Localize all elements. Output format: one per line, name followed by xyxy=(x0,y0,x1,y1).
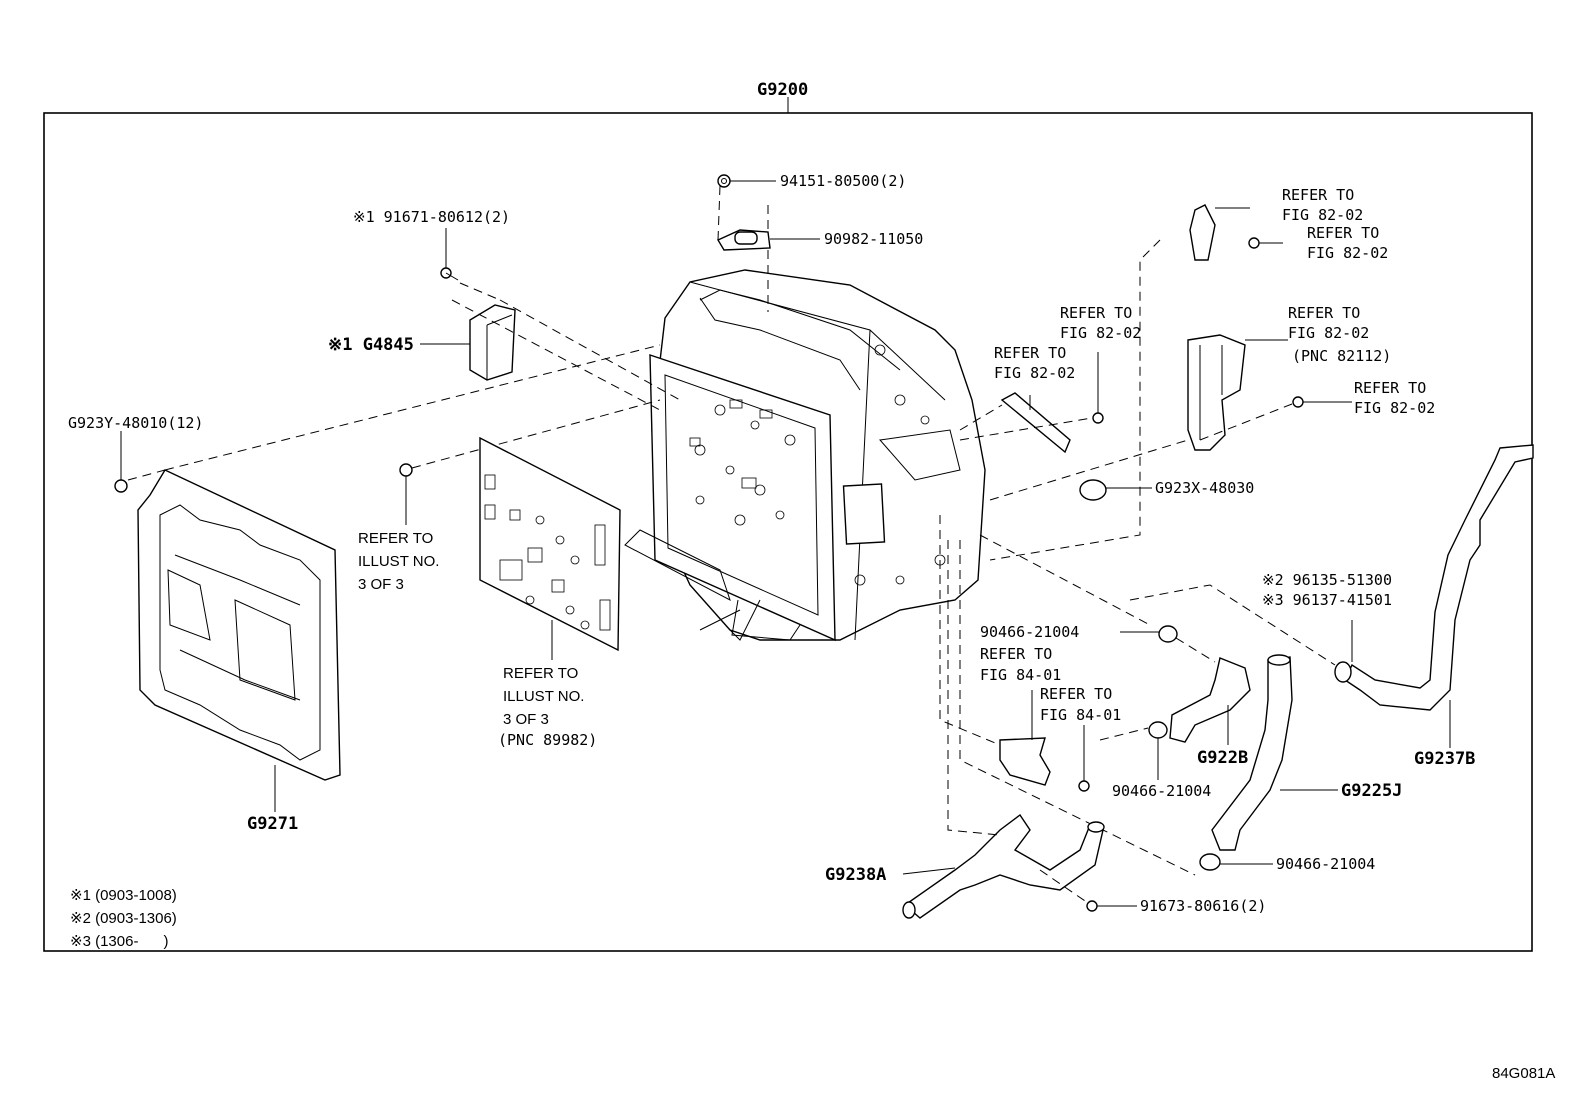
refer-board-line2: ILLUST NO. xyxy=(503,688,584,705)
bracket-84-part xyxy=(939,515,1090,792)
callout-91673-80616: 91673-80616(2) xyxy=(1140,897,1266,915)
callout-g923y-48010: G923Y-48010(12) xyxy=(68,414,203,432)
assembly-label: G9200 xyxy=(757,80,808,100)
callout-94151-80500: 94151-80500(2) xyxy=(780,172,906,190)
bracket-g4845-part xyxy=(420,282,681,411)
refer-right-line2: FIG 82-02 xyxy=(1354,399,1435,417)
callout-g9271: G9271 xyxy=(247,814,298,834)
callout-96135-51300: ※2 96135-51300 xyxy=(1262,571,1392,589)
refer-84-b-line1: REFER TO xyxy=(1040,685,1112,703)
callout-g923x-48030: G923X-48030 xyxy=(1155,479,1254,497)
refer-board-line4: (PNC 89982) xyxy=(498,731,597,749)
footnote-2: ※2 (0903-1306) xyxy=(70,910,177,927)
bolt-g923y-part xyxy=(114,431,128,493)
callout-91671-80612: ※1 91671-80612(2) xyxy=(353,208,510,226)
refer-screw-line1: REFER TO xyxy=(358,530,433,547)
callout-g4845: ※1 G4845 xyxy=(328,335,414,355)
callout-g9225j: G9225J xyxy=(1341,781,1402,801)
clip-90466-a-part xyxy=(979,534,1216,663)
clip-90466-c-part xyxy=(959,540,1273,876)
bolt-91673-part xyxy=(1039,869,1137,912)
clip-90466-b-part xyxy=(1099,721,1168,780)
inverter-assembly xyxy=(624,269,986,642)
callout-g9237b: G9237B xyxy=(1414,749,1475,769)
refer-board-line1: REFER TO xyxy=(503,665,578,682)
refer-top-b-line2: FIG 82-02 xyxy=(1307,244,1388,262)
refer-mid-a-line1: REFER TO xyxy=(1060,304,1132,322)
connector-82112-part xyxy=(989,334,1352,501)
refer-pnc-line3: (PNC 82112) xyxy=(1292,347,1391,365)
refer-top-a-line1: REFER TO xyxy=(1282,186,1354,204)
callout-g922b: G922B xyxy=(1197,748,1248,768)
hose-g9237b-part xyxy=(1129,444,1534,748)
footnote-3: ※3 (1306- ) xyxy=(70,933,168,950)
refer-pnc-line1: REFER TO xyxy=(1288,304,1360,322)
refer-pnc-line2: FIG 82-02 xyxy=(1288,324,1369,342)
callout-90982-11050: 90982-11050 xyxy=(824,230,923,248)
hose-g922b-part xyxy=(1169,657,1251,745)
refer-screw-line2: ILLUST NO. xyxy=(358,553,439,570)
refer-top-a-line2: FIG 82-02 xyxy=(1282,206,1363,224)
nut-part xyxy=(717,174,776,188)
callout-g9238a: G9238A xyxy=(825,865,886,885)
callout-90466-21004-c: 90466-21004 xyxy=(1276,855,1375,873)
figure-code: 84G081A xyxy=(1492,1065,1555,1082)
circuit-board-part xyxy=(479,436,621,660)
bolt-91671-part xyxy=(440,228,459,281)
refer-mid-a-line2: FIG 82-02 xyxy=(1060,324,1141,342)
mid-bracket-part xyxy=(959,352,1104,454)
clamp-g923x-part xyxy=(1079,479,1152,501)
refer-top-b-line1: REFER TO xyxy=(1307,224,1379,242)
refer-84-a-line2: FIG 84-01 xyxy=(980,666,1061,684)
callout-90466-21004-a: 90466-21004 xyxy=(980,623,1079,641)
hose-g9225j-part xyxy=(1211,654,1338,851)
fuse-part xyxy=(716,185,820,312)
pipe-g9238a-part xyxy=(902,540,1105,919)
cover-g9271-part xyxy=(127,344,661,812)
refer-mid-b-line1: REFER TO xyxy=(994,344,1066,362)
refer-84-a-line1: REFER TO xyxy=(980,645,1052,663)
footnote-1: ※1 (0903-1008) xyxy=(70,887,177,904)
refer-screw-line3: 3 OF 3 xyxy=(358,576,404,593)
refer-84-b-line2: FIG 84-01 xyxy=(1040,706,1121,724)
callout-96137-41501: ※3 96137-41501 xyxy=(1262,591,1392,609)
callout-90466-21004-b: 90466-21004 xyxy=(1112,782,1211,800)
top-bracket-part xyxy=(989,204,1283,561)
refer-board-line3: 3 OF 3 xyxy=(503,711,549,728)
refer-mid-b-line2: FIG 82-02 xyxy=(994,364,1075,382)
refer-right-line1: REFER TO xyxy=(1354,379,1426,397)
screw-refer-part xyxy=(399,399,661,525)
